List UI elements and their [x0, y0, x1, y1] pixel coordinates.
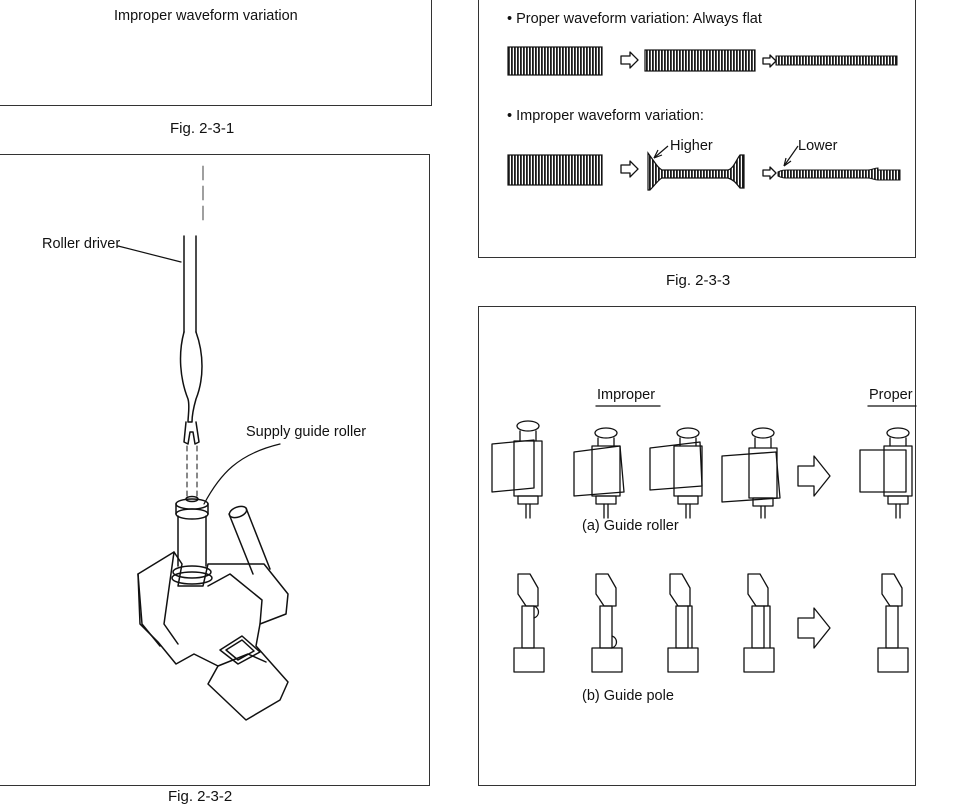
guide-roller-pole-diagrams — [491, 405, 917, 673]
fig-2-3-1-text: Improper waveform variation — [114, 8, 298, 24]
callout-supply-guide-roller: Supply guide roller — [246, 424, 367, 440]
fig-2-3-3-panel — [478, 0, 916, 258]
label-proper: Proper — [869, 387, 913, 403]
improper-waveform-heading: • Improper waveform variation: — [507, 108, 704, 124]
proper-waveform-heading: • Proper waveform variation: Always flat — [507, 11, 762, 27]
fig-2-3-2-panel — [0, 154, 430, 786]
fig-2-3-4-panel — [478, 306, 916, 786]
waveform-diagrams — [507, 46, 901, 191]
label-higher: Higher — [670, 138, 713, 154]
fig-2-3-1-caption: Fig. 2-3-1 — [170, 120, 235, 137]
callout-roller-driver: Roller driver — [42, 236, 121, 252]
caption-guide-roller: (a) Guide roller — [582, 518, 679, 534]
fig-2-3-2-caption: Fig. 2-3-2 — [168, 788, 233, 805]
caption-guide-pole: (b) Guide pole — [582, 688, 674, 704]
label-lower: Lower — [798, 138, 838, 154]
fig-2-3-3-caption: Fig. 2-3-3 — [666, 272, 731, 289]
roller-driver-illustration — [117, 165, 289, 721]
label-improper: Improper — [597, 387, 656, 403]
fig-2-3-1-panel — [0, 0, 432, 106]
